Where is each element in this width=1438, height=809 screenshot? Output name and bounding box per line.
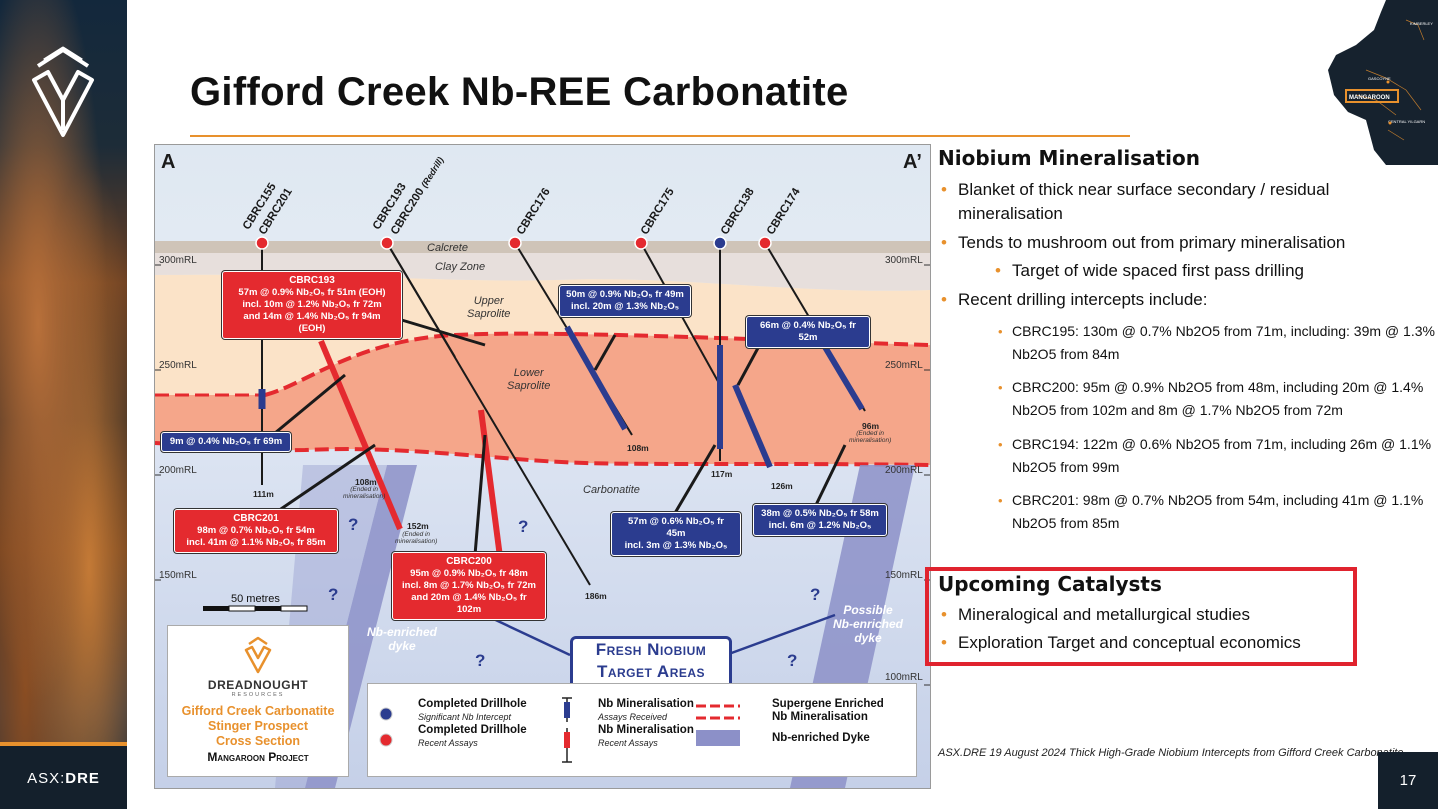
catalyst-bullet-2: Exploration Target and conceptual econom… (941, 631, 1354, 655)
brand-name: DREADNOUGHT (207, 678, 309, 692)
intercept-cbrc194: CBRC194: 122m @ 0.6% Nb2O5 from 71m, inc… (998, 433, 1436, 479)
title-underline (190, 135, 1130, 137)
depth-152m: 152m (407, 521, 429, 531)
callout-cbrc201: CBRC201 98m @ 0.7% Nb₂O₅ fr 54m incl. 41… (174, 509, 338, 553)
page-number: 17 (1378, 752, 1438, 809)
intercept-cbrc200: CBRC200: 95m @ 0.9% Nb2O5 from 48m, incl… (998, 376, 1436, 422)
depth-108m-right: 108m (627, 443, 649, 453)
section-start-label: A (161, 151, 176, 173)
question-mark-1: ? (348, 515, 359, 534)
depth-126m: 126m (771, 481, 793, 491)
catalyst-bullet-1: Mineralogical and metallurgical studies (941, 603, 1348, 627)
legend-nb-blue-sub: Assays Received (598, 712, 668, 722)
section-end-label: A’ (903, 151, 922, 173)
niobium-bullet-1: Blanket of thick near surface secondary … (941, 178, 1418, 226)
callout-9m-intercept: 9m @ 0.4% Nb₂O₅ fr 69m (161, 432, 291, 452)
dreadnought-mini-logo-icon (244, 636, 272, 674)
intercept-cbrc195: CBRC195: 130m @ 0.7% Nb2O5 from 71m, inc… (998, 320, 1436, 366)
depth-186m: 186m (585, 591, 607, 601)
niobium-sub-bullet: Target of wide spaced first pass drillin… (995, 259, 1422, 283)
legend-blue-hole-sub: Significant Nb Intercept (418, 712, 512, 722)
niobium-bullet-2: Tends to mushroom out from primary miner… (941, 231, 1428, 255)
zone-lower-saprolite: Lower Saprolite (507, 367, 551, 392)
depth-117m: 117m (711, 469, 733, 479)
map-label-central-yilgarn: CENTRAL YILGARN (1388, 119, 1425, 124)
rl-label-150-right: 150mRL (885, 570, 923, 581)
scale-bar (203, 605, 308, 612)
rl-label-250-left: 250mRL (159, 360, 197, 371)
callout-66m-intercept: 66m @ 0.4% Nb₂O₅ fr 52m (746, 316, 870, 348)
ended-note-96m: (Ended in mineralisation) (849, 430, 892, 444)
ended-note-108m: (Ended in mineralisation) (343, 486, 386, 500)
intercept-cbrc201: CBRC201: 98m @ 0.7% Nb2O5 from 54m, incl… (998, 489, 1436, 535)
source-reference: ASX.DRE 19 August 2024 Thick High-Grade … (938, 747, 1404, 759)
catalysts-box (925, 567, 1357, 666)
legend-nb-red-title: Nb Mineralisation (598, 724, 694, 736)
legend-nb-blue-title: Nb Mineralisation (598, 698, 694, 710)
question-mark-6: ? (787, 651, 798, 670)
map-label-gascoyne: GASCOYNE (1368, 76, 1391, 81)
question-mark-5: ? (475, 651, 486, 670)
asx-ticker: ASX:DRE (27, 770, 100, 787)
niobium-bullet-3: Recent drilling intercepts include: (941, 288, 1418, 312)
callout-cbrc200: CBRC200 95m @ 0.9% Nb₂O₅ fr 48m incl. 8m… (392, 552, 546, 620)
rl-label-200-left: 200mRL (159, 465, 197, 476)
project-info-box: DREADNOUGHT RESOURCES Gifford Creek Carb… (167, 625, 349, 777)
project-line-3: Cross Section (215, 734, 301, 748)
question-mark-3: ? (328, 585, 339, 604)
project-line-1: Gifford Creek Carbonatite (181, 704, 335, 718)
question-mark-4: ? (810, 585, 821, 604)
scale-label: 50 metres (231, 593, 280, 605)
catalysts-heading: Upcoming Catalysts (938, 572, 1162, 596)
zone-upper-saprolite: Upper Saprolite (467, 295, 511, 320)
zone-carbonatite: Carbonatite (583, 484, 640, 496)
zone-clay: Clay Zone (435, 261, 486, 273)
question-mark-2: ? (518, 517, 529, 536)
rl-label-300-right: 300mRL (885, 255, 923, 266)
project-name: Mangaroon Project (207, 750, 309, 764)
dyke-label-left: Nb-enriched dyke (367, 625, 438, 653)
rl-label-250-right: 250mRL (885, 360, 923, 371)
map-label-mangaroon: MANGAROON (1349, 95, 1390, 101)
brand-subtitle: RESOURCES (231, 692, 285, 698)
legend-nb-red-sub: Recent Assays (598, 738, 658, 748)
project-line-2: Stinger Prospect (207, 719, 309, 733)
legend-supergene: Supergene Enriched Nb Mineralisation (772, 698, 884, 723)
sidebar-accent-line (0, 742, 127, 746)
legend-red-hole-title: Completed Drillhole (418, 724, 527, 736)
legend-red-hole-sub: Recent Assays (418, 738, 478, 748)
page-title: Gifford Creek Nb-REE Carbonatite (190, 70, 849, 114)
callout-cbrc193: CBRC193 57m @ 0.9% Nb₂O₅ fr 51m (EOH) in… (222, 271, 402, 339)
dyke-label-right: Possible Nb-enriched dyke (833, 603, 904, 645)
niobium-heading: Niobium Mineralisation (938, 146, 1200, 170)
map-label-kimberley: KIMBERLEY (1410, 21, 1433, 26)
cross-section-figure: A A’ 300mRL 250mRL 200mRL 150mRL 300mRL … (154, 144, 931, 789)
ended-note-152m: (Ended in mineralisation) (395, 531, 438, 545)
depth-111m: 111m (253, 489, 274, 499)
rl-label-200-right: 200mRL (885, 465, 923, 476)
rl-label-300-left: 300mRL (159, 255, 197, 266)
legend-symbols (379, 697, 740, 763)
ticker-bar (0, 746, 127, 809)
depth-108m-left: 108m (355, 477, 377, 487)
zone-calcrete: Calcrete (427, 242, 468, 254)
legend: Completed Drillhole Significant Nb Inter… (367, 683, 917, 777)
dreadnought-logo-icon (32, 46, 94, 137)
rl-label-150-left: 150mRL (159, 570, 197, 581)
legend-dyke: Nb-enriched Dyke (772, 732, 870, 744)
legend-blue-hole-title: Completed Drillhole (418, 698, 527, 710)
depth-96m: 96m (862, 421, 880, 431)
rl-label-100-right: 100mRL (885, 672, 923, 683)
wa-location-map: KIMBERLEY GASCOYNE MANGAROON CENTRAL YIL… (1328, 0, 1438, 165)
